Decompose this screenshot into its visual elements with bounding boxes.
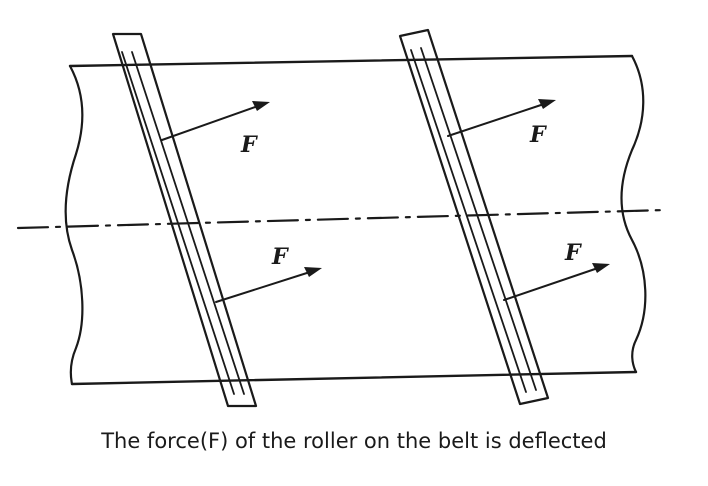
roller-right-inner-line (420, 47, 537, 391)
force-label: F (564, 240, 582, 266)
force-label: F (529, 122, 547, 148)
force-arrows (161, 99, 610, 303)
force-arrow (215, 267, 322, 303)
roller-right-outline (398, 28, 550, 406)
belt-right-break-edge (620, 54, 647, 374)
figure-caption: The force(F) of the roller on the belt i… (101, 429, 607, 453)
arrowhead-icon (538, 99, 556, 109)
belt-centerline (16, 208, 668, 230)
arrowhead-icon (252, 101, 270, 111)
belt-roller-diagram: F F F F (16, 28, 668, 408)
belt (64, 54, 647, 386)
arrowhead-icon (304, 267, 322, 277)
belt-bottom-edge (70, 370, 638, 386)
force-label: F (271, 244, 289, 270)
roller-left-inner-line (121, 51, 235, 395)
roller-left-outline (111, 32, 258, 408)
belt-left-break-edge (64, 64, 84, 386)
belt-top-edge (68, 54, 634, 68)
force-label: F (240, 132, 258, 158)
arrowhead-icon (592, 263, 610, 273)
force-arrow (161, 101, 270, 141)
roller-right (398, 28, 550, 406)
roller-left-inner-line (131, 51, 245, 395)
roller-left (111, 32, 258, 408)
force-arrow (447, 99, 556, 137)
roller-right-inner-line (410, 49, 527, 393)
force-arrow (503, 263, 610, 301)
